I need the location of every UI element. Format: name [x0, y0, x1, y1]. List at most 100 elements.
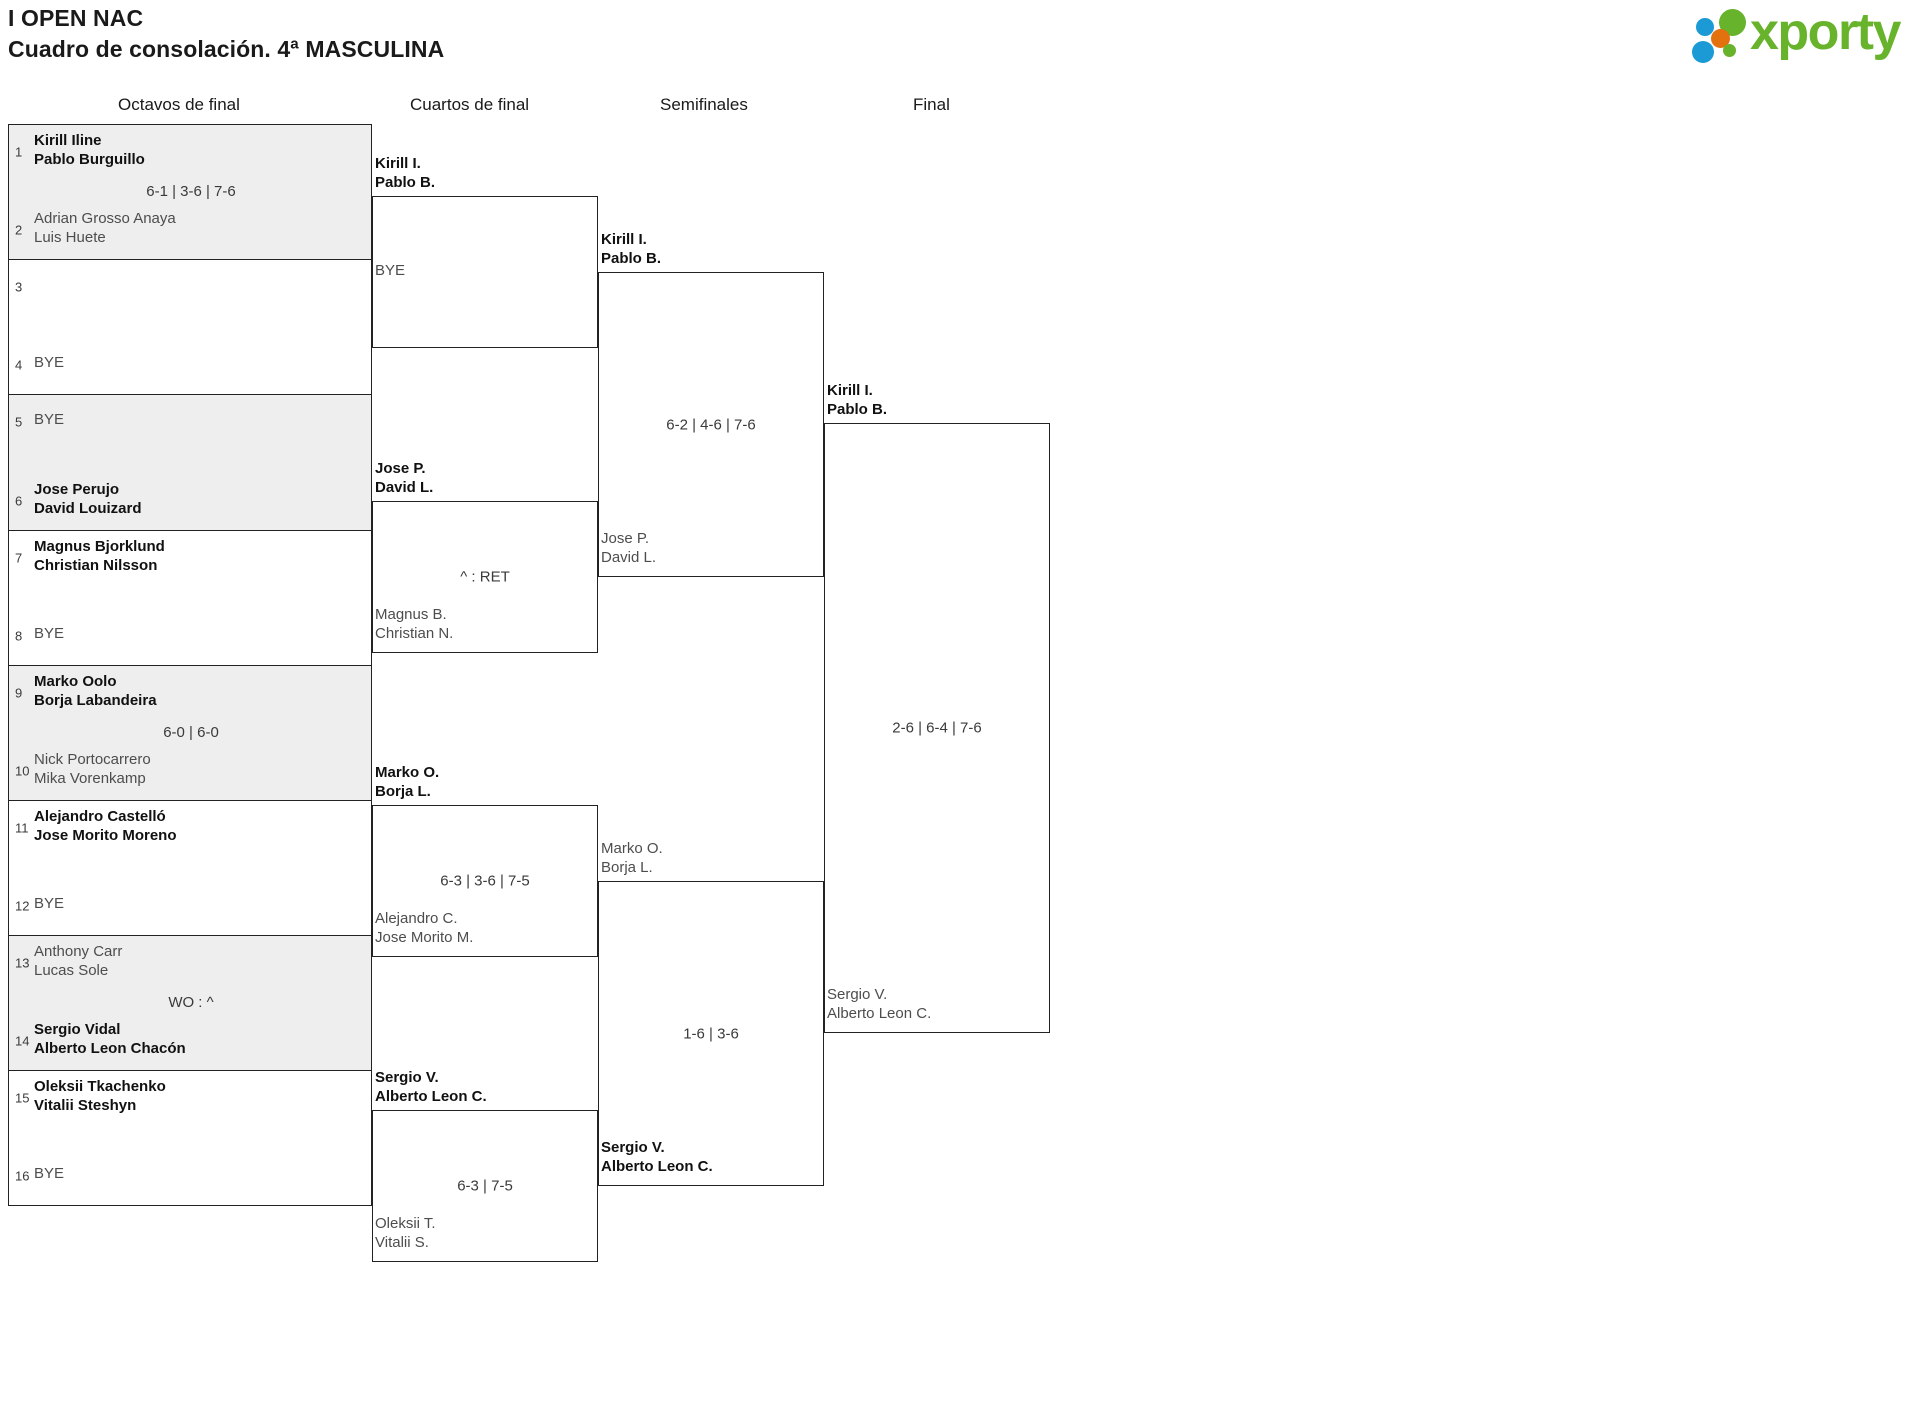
r16-entry-1-player-2: Pablo Burguillo — [34, 151, 145, 168]
sf-match-1-bottom-entry[interactable]: Jose P. David L. — [601, 529, 656, 567]
r16-seed-11: 11 — [15, 820, 29, 836]
qf-match-4-bottom-entry[interactable]: Oleksii T. Vitalii S. — [375, 1214, 436, 1252]
qf-match-2-top-entry[interactable]: Jose P.David L. — [375, 459, 433, 497]
r16-seed-7: 7 — [15, 550, 23, 566]
r16-entry-15-player-2: Vitalii Steshyn — [34, 1097, 137, 1115]
qf-match-4-score: 6-3 | 7-5 — [457, 1177, 513, 1195]
r16-entry-13-player-2: Lucas Sole — [34, 962, 109, 980]
r16-entry-2-player-2: Luis Huete — [34, 229, 106, 247]
r16-entry-6-player-1: Jose Perujo — [34, 480, 120, 498]
qf-match-2-bottom-entry-player-2: Christian N. — [375, 625, 454, 642]
r16-seed-6: 6 — [15, 493, 23, 509]
qf-match-1-top-entry-player-2: Pablo B. — [375, 174, 436, 191]
logo-dot-blue-bottom-icon — [1692, 41, 1714, 63]
sf-match-2-bottom-entry[interactable]: Sergio V. Alberto Leon C. — [601, 1138, 713, 1176]
bracket-subtitle: Cuadro de consolación. 4ª MASCULINA — [8, 36, 445, 62]
logo-dot-orange-icon — [1711, 29, 1730, 48]
sf-match-1-bottom-entry-player-2: David L. — [601, 549, 657, 566]
final-match-1-bottom-entry[interactable]: Sergio V.Alberto Leon C. — [827, 985, 931, 1023]
final-match-1-box[interactable]: 2-6 | 6-4 | 7-6 — [824, 423, 1050, 1033]
qf-match-4-top-entry-player-2: Alberto Leon C. — [375, 1088, 487, 1105]
r16-entry-15-player-1: Oleksii Tkachenko — [34, 1078, 166, 1096]
round-header-cuartos: Cuartos de final — [410, 95, 530, 114]
r16-seed-3: 3 — [15, 279, 23, 295]
r16-match-2-top-slot: 3 — [9, 264, 373, 310]
r16-entry-16-bye-label: BYE — [34, 1164, 65, 1182]
r16-seed-12: 12 — [15, 898, 30, 914]
qf-match-1-bottom-entry-bye-label: BYE — [375, 262, 406, 279]
xporty-logo: xporty — [1692, 3, 1912, 63]
r16-seed-16: 16 — [15, 1168, 30, 1184]
sf-match-2-bottom-entry-player-1: Sergio V. — [601, 1139, 665, 1156]
r16-entry-9-player-2: Borja Labandeira — [34, 691, 157, 709]
qf-match-3-box[interactable]: 6-3 | 3-6 | 7-5 — [372, 805, 598, 957]
final-match-1-top-entry[interactable]: Kirill I.Pablo B. — [827, 381, 887, 419]
r16-entry-14-player-2: Alberto Leon Chacón — [34, 1040, 186, 1058]
qf-match-1-box[interactable] — [372, 196, 598, 348]
qf-match-3-top-entry[interactable]: Marko O.Borja L. — [375, 763, 439, 801]
qf-match-3-bottom-entry[interactable]: Alejandro C.Jose Morito M. — [375, 909, 473, 947]
qf-match-4-box[interactable]: 6-3 | 7-5 — [372, 1110, 598, 1262]
qf-match-2-bottom-entry-player-1: Magnus B. — [375, 606, 447, 623]
r16-seed-10: 10 — [15, 763, 30, 779]
sf-match-2-box[interactable]: 1-6 | 3-6 — [598, 881, 824, 1186]
final-match-1-score: 2-6 | 6-4 | 7-6 — [892, 719, 982, 737]
sf-match-2-top-entry[interactable]: Marko O.Borja L. — [601, 839, 663, 877]
sf-match-1-top-entry[interactable]: Kirill I. Pablo B. — [601, 230, 661, 268]
qf-match-3-score: 6-3 | 3-6 | 7-5 — [440, 872, 530, 890]
r16-match-7-score: WO : ^ — [168, 994, 214, 1012]
r16-match-5-score: 6-0 | 6-0 — [163, 723, 219, 741]
qf-match-2-box[interactable]: ^ : RET — [372, 501, 598, 653]
sf-match-1-top-entry-player-2: Pablo B. — [601, 250, 662, 267]
r16-entry-2-player-1: Adrian Grosso Anaya — [34, 210, 176, 228]
r16-seed-5: 5 — [15, 414, 23, 430]
r16-entry-9-player-1: Marko Oolo — [34, 672, 117, 690]
sf-match-2-bottom-entry-player-2: Alberto Leon C. — [601, 1158, 713, 1175]
round-header-semifinales: Semifinales — [660, 95, 748, 114]
qf-match-2-top-entry-player-1: Jose P. — [375, 460, 426, 477]
r16-entry-12-bye-label: BYE — [34, 895, 65, 913]
sf-match-1-box[interactable]: 6-2 | 4-6 | 7-6 — [598, 272, 824, 577]
r16-seed-15: 15 — [15, 1090, 30, 1106]
qf-match-4-bottom-entry-player-1: Oleksii T. — [375, 1215, 436, 1232]
r16-seed-14: 14 — [15, 1033, 30, 1049]
qf-match-2-bottom-entry[interactable]: Magnus B. Christian N. — [375, 605, 453, 643]
r16-seed-1: 1 — [15, 144, 23, 160]
logo-dot-green-small-icon — [1723, 44, 1736, 57]
sf-match-1-top-entry-player-1: Kirill I. — [601, 231, 647, 248]
sf-match-2-top-entry-player-2: Borja L. — [601, 859, 653, 876]
qf-match-4-top-entry[interactable]: Sergio V.Alberto Leon C. — [375, 1068, 487, 1106]
sf-match-1-bottom-entry-player-1: Jose P. — [601, 530, 650, 547]
round-header-octavos: Octavos de final — [118, 95, 240, 114]
r16-entry-7-player-1: Magnus Bjorklund — [34, 537, 165, 555]
qf-match-1-top-entry[interactable]: Kirill I.Pablo B. — [375, 154, 435, 192]
r16-entry-14-player-1: Sergio Vidal — [34, 1021, 121, 1039]
qf-match-4-bottom-entry-player-2: Vitalii S. — [375, 1234, 429, 1251]
logo-dot-blue-top-icon — [1696, 18, 1714, 36]
